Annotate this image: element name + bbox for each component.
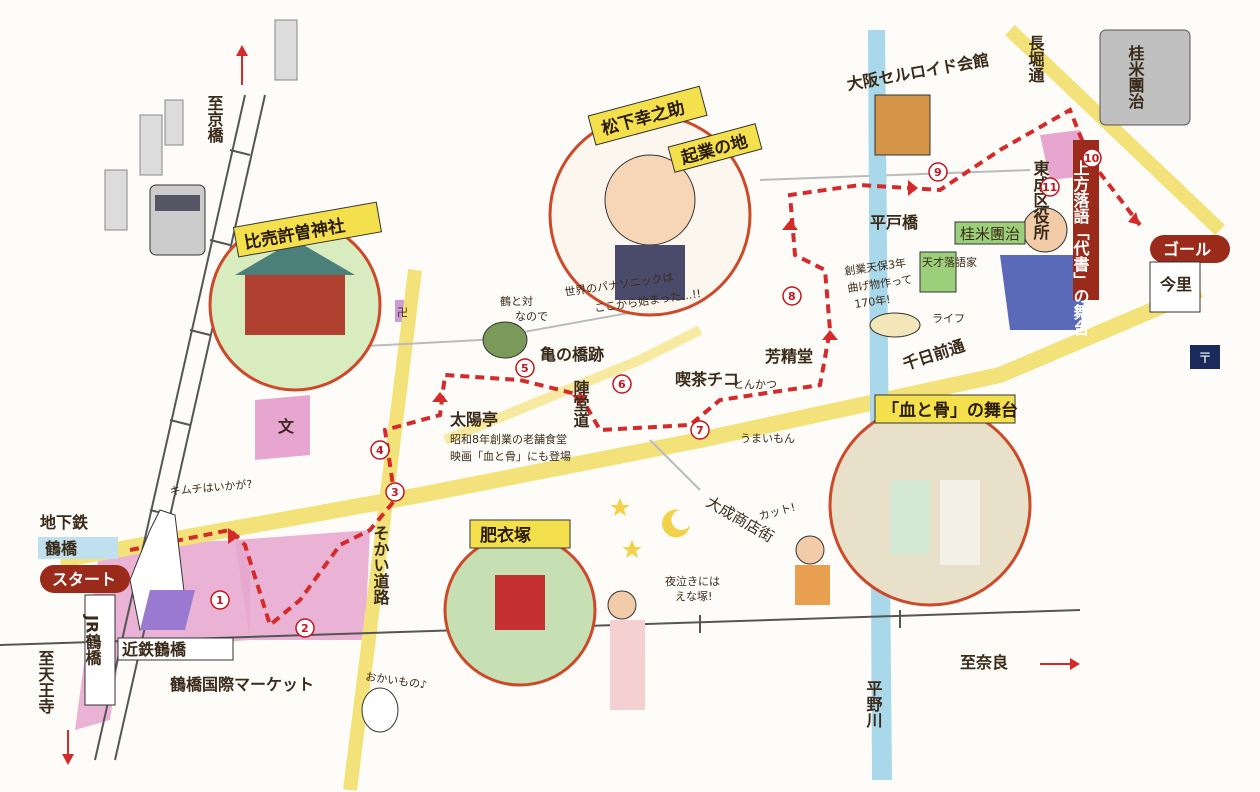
route-point: 3 [391,486,399,499]
start-ribbon: スタート [40,565,130,593]
subway-label: 地下鉄 [40,513,88,532]
goal-ribbon: ゴール [1150,235,1230,263]
taiyotei-label: 太陽亭 [449,410,498,429]
kyobashi-label: 至京橋 [205,95,224,144]
katsura-label: 桂米團治 [960,225,1020,243]
jr-label: JR鶴橋 [83,614,102,666]
route-point: 1 [216,594,224,607]
ward-label: 東成区役所 [1031,159,1050,241]
nara-label: 至奈良 [960,653,1008,672]
decorations [610,498,690,558]
shrine-illustration [208,218,382,392]
cat-figure [361,687,399,733]
route-point: 6 [618,378,626,391]
kissa-label: 喫茶チコ [675,370,739,389]
direction-nara: 至奈良 [960,653,1080,672]
temple-icon: 卍 [397,306,408,319]
banner-koe: 肥衣塚 [469,519,571,549]
hoseido-note3: 170年! [853,292,891,311]
hoseido-label: 芳精堂 [765,347,813,366]
chi-to-hone-illustration [828,403,1032,607]
route-arrows [228,180,1140,544]
tonkatsu-label: とんかつ [733,378,777,391]
jindo-label: 陣堂道 [571,379,590,428]
celluloid-building [874,94,931,156]
route-point: 5 [521,362,529,375]
goal-label: ゴール [1163,240,1211,259]
buildings [104,19,298,231]
route-point: 9 [934,166,942,179]
turtle-note2: なので [515,310,548,323]
koe-tsuka-title: 肥衣塚 [480,525,531,546]
post-office-icon: 〒 [1190,345,1220,369]
imazato-label: 今里 [1159,275,1192,294]
rail-ties [149,149,901,640]
stations: 地下鉄 鶴橋 近鉄鶴橋 今里 [38,261,1201,706]
kamigata-label: 上方落語「代書」の舞台 [1071,160,1091,337]
turtle-note1: 鶴と対 [500,294,533,308]
hirano-label: 平野川 [864,680,884,729]
train-illustration [149,184,206,256]
kintetsu-label: 近鉄鶴橋 [122,640,187,659]
yonaki2-label: えな塚! [675,590,712,603]
umai-label: うまいもん [740,432,795,445]
kame-bridge-label: 亀の橋跡 [540,345,604,364]
mother-figure [607,590,645,710]
nagahori-label: 長堀通 [1026,35,1045,83]
svg-text:〒: 〒 [1198,351,1212,367]
route-point: 8 [788,290,796,303]
route-point: 11 [1042,181,1057,194]
koe-tsuka-illustration [443,533,597,687]
stone-monument [1099,29,1191,126]
hoseido-box [869,312,921,338]
route-point: 2 [301,622,309,635]
tennoji-label: 至天王寺 [36,650,55,715]
direction-kyobashi: 至京橋 [205,45,248,144]
bird-mascot [129,509,195,631]
direction-tennoji: 至天王寺 [36,650,74,765]
subway-name: 鶴橋 [45,539,78,558]
director-figure [795,535,830,605]
school-icon: 文 [278,417,295,436]
yonaki-label: 夜泣きには [665,574,720,588]
turtle-figure [482,321,528,359]
route-point: 4 [376,444,384,457]
life-label: ライフ [932,312,965,325]
taiyotei-note2: 映画「血と骨」にも登場 [450,449,571,463]
chi-to-hone-title: 「血と骨」の舞台 [882,400,1018,421]
sokai-road-label: そかい道路 [371,525,390,606]
tenkai-label: 天才落語家 [922,255,977,269]
taiyotei-note1: 昭和8年創業の老舗食堂 [450,432,567,446]
roads [58,24,1225,791]
banner-katsura: 桂米團治 天才落語家 [919,221,1026,293]
route-point: 10 [1084,152,1100,165]
route-point: 7 [696,424,704,437]
route-markers: 1 2 3 4 5 6 7 8 9 10 11 [210,148,1102,638]
banner-chi-to-hone: 「血と骨」の舞台 [874,394,1018,424]
start-label: スタート [52,570,116,589]
hirado-label: 平戸橋 [870,213,919,232]
stone-label: 桂米團治 [1126,44,1146,110]
market-label: 鶴橋国際マーケット [170,675,314,694]
